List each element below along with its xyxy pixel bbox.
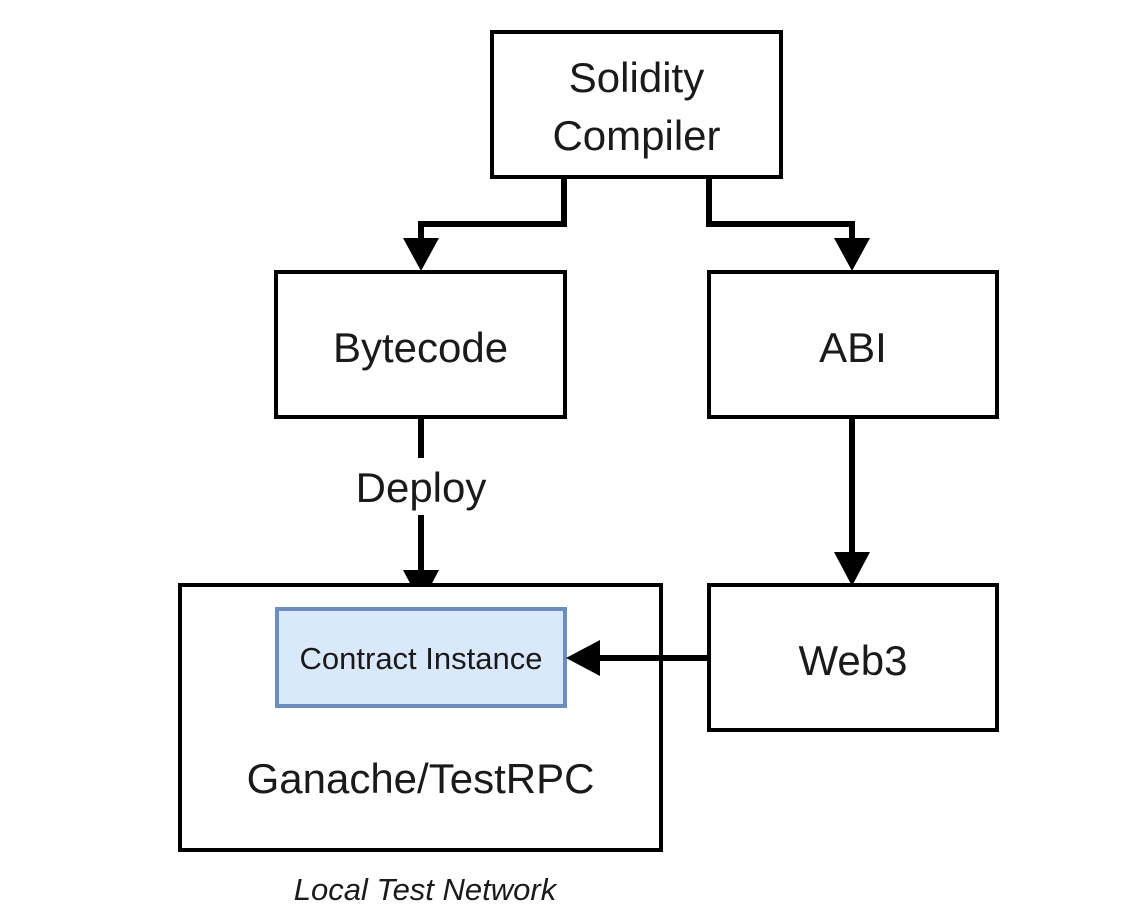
local-test-network-caption: Local Test Network (294, 872, 558, 907)
abi-label: ABI (819, 324, 887, 371)
contract-instance-node: Contract Instance (275, 607, 567, 708)
arrowhead-instance (566, 640, 600, 676)
abi-box (707, 270, 999, 419)
web3-label: Web3 (799, 637, 908, 684)
edge-compiler-to-bytecode (403, 177, 567, 271)
ganache-label: Ganache/TestRPC (247, 755, 595, 802)
solidity-compiler-label-line1: Solidity (569, 54, 704, 101)
bytecode-node: Bytecode (274, 270, 567, 419)
contract-instance-box (275, 607, 567, 708)
solidity-compiler-label-line2: Compiler (552, 112, 720, 159)
bytecode-box (274, 270, 567, 419)
arrowhead-web3 (834, 552, 870, 586)
solidity-compiler-box (490, 30, 783, 179)
edge-web3-to-instance (566, 640, 709, 676)
deploy-label: Deploy (356, 464, 487, 511)
edge-deploy: Deploy (356, 417, 487, 604)
solidity-compiler-node: Solidity Compiler (490, 30, 783, 179)
arrowhead-abi (834, 238, 870, 271)
edge-abi-to-web3 (834, 417, 870, 586)
contract-instance-label: Contract Instance (300, 641, 543, 676)
abi-node: ABI (707, 270, 999, 419)
web3-box (707, 583, 999, 732)
edge-compiler-to-abi (706, 177, 870, 271)
web3-node: Web3 (707, 583, 999, 732)
bytecode-label: Bytecode (333, 324, 508, 371)
arrowhead-bytecode (403, 238, 439, 271)
